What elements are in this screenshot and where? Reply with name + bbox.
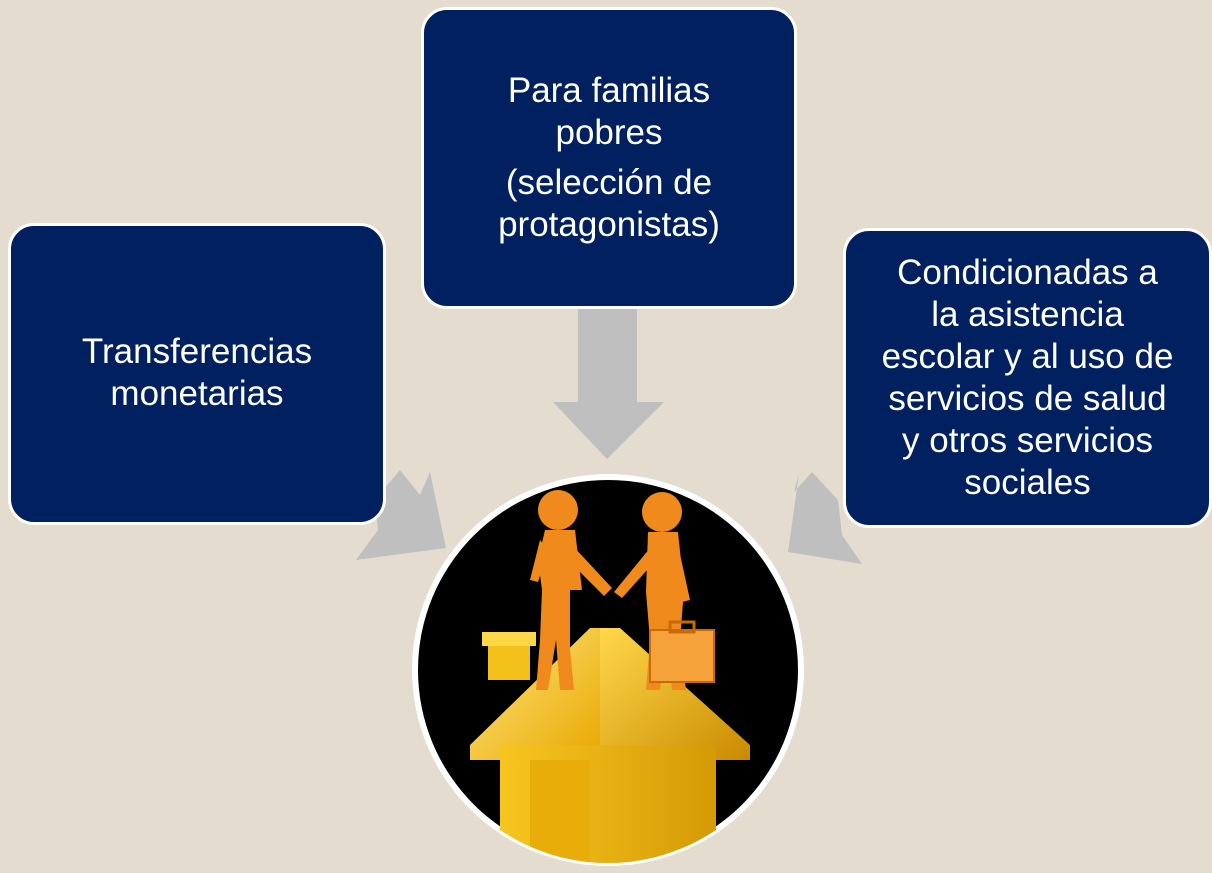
person-left-icon <box>530 490 612 690</box>
box-top-title-line-1: Para familias <box>507 71 711 110</box>
box-condicionadas: Condicionadas a la asistencia escolar y … <box>843 228 1212 528</box>
briefcase-icon <box>649 620 715 683</box>
box-left-line-1: Transferencias <box>81 332 313 371</box>
box-right-line-5: y otros servicios <box>902 421 1153 460</box>
box-top-title-line-2: pobres <box>555 113 663 152</box>
box-right-line-2: la asistencia <box>931 295 1124 334</box>
box-right-line-1: Condicionadas a <box>897 253 1158 292</box>
box-transferencias: Transferencias monetarias <box>8 223 386 525</box>
box-top-subtitle-line-1: (selección de <box>505 163 713 202</box>
box-familias-pobres: Para familias pobres (selección de prota… <box>421 7 797 309</box>
box-right-line-3: escolar y al uso de <box>881 337 1174 376</box>
box-right-line-4: servicios de salud <box>888 379 1167 418</box>
arrow-right-diagonal <box>788 472 862 564</box>
arrow-left-diagonal <box>356 470 446 560</box>
box-top-subtitle-line-2: protagonistas) <box>498 205 720 244</box>
box-left-line-2: monetarias <box>110 374 284 413</box>
box-right-line-6: sociales <box>964 463 1091 502</box>
arrow-down <box>553 307 664 459</box>
